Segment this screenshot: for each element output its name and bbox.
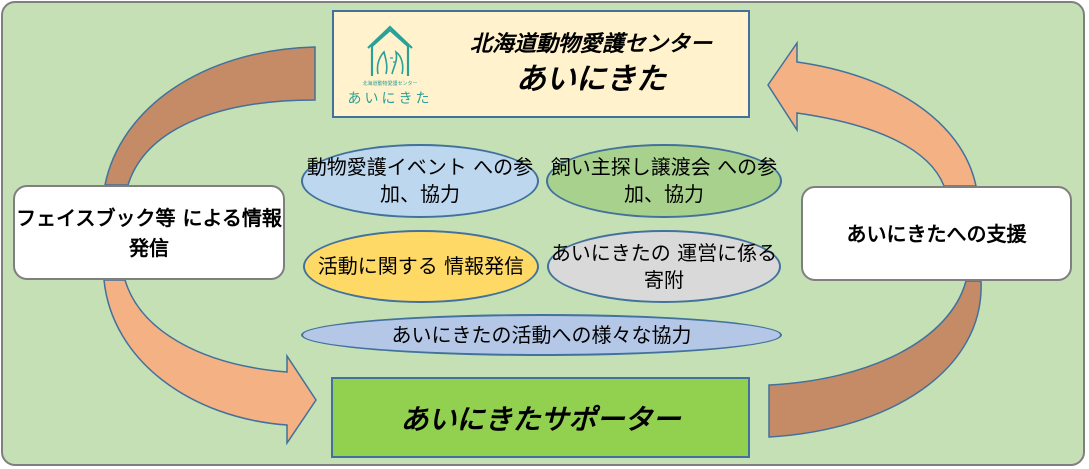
activity-event-ellipse: 動物愛護イベント への参加、協力 [301, 144, 539, 218]
left-box-line-2: による情報発信 [129, 205, 282, 260]
title-line-1: 北海道動物愛護センター [469, 32, 712, 57]
activity-1-line-2: への参加、協力 [380, 155, 534, 206]
support-box: あいにきたへの支援 [801, 186, 1072, 281]
activity-various-ellipse: あいにきたの活動への様々な協力 [301, 314, 782, 356]
activity-3-line-2: 情報発信 [444, 254, 525, 278]
activity-1-line-1: 動物愛護イベント [306, 155, 467, 179]
activity-4-line-1: あいにきたの [550, 240, 671, 265]
aiikita-logo: 北海道動物愛護センター あいにきた [346, 24, 434, 112]
title-line-2: あいにきた [516, 62, 666, 97]
support-box-label: あいにきたへの支援 [846, 221, 1027, 246]
activity-4-line-2: 運営に係る寄附 [644, 240, 778, 292]
activity-adoption-ellipse: 飼い主探し譲渡会 への参加、協力 [546, 144, 782, 218]
logo-name: あいにきた [347, 91, 433, 107]
supporter-box: あいにきたサポーター [331, 377, 750, 458]
title-box: 北海道動物愛護センター あいにきた 北海道動物愛護センター あいにきた [332, 10, 750, 118]
facebook-info-box: フェイスブック等 による情報発信 [13, 185, 285, 280]
left-upper-arc-icon [104, 46, 316, 186]
left-box-line-1: フェイスブック等 [16, 205, 176, 230]
activity-2-line-2: への参加、協力 [624, 155, 778, 206]
activity-donation-ellipse: あいにきたの 運営に係る寄附 [547, 230, 781, 303]
activity-5-label: あいにきたの活動への様々な協力 [391, 322, 692, 347]
right-upper-arrow-icon [767, 40, 977, 187]
house-with-faces-logo-icon [367, 25, 413, 76]
title-text: 北海道動物愛護センター あいにきた [444, 30, 738, 100]
left-lower-arrow-icon [103, 279, 317, 446]
logo-sub-label: 北海道動物愛護センター [362, 81, 418, 87]
activity-2-line-1: 飼い主探し譲渡会 [550, 155, 711, 179]
right-lower-arc-icon [768, 280, 982, 438]
activity-info-ellipse: 活動に関する 情報発信 [303, 230, 539, 303]
supporter-box-label: あいにきたサポーター [400, 402, 681, 436]
activity-3-line-1: 活動に関する [317, 254, 438, 278]
